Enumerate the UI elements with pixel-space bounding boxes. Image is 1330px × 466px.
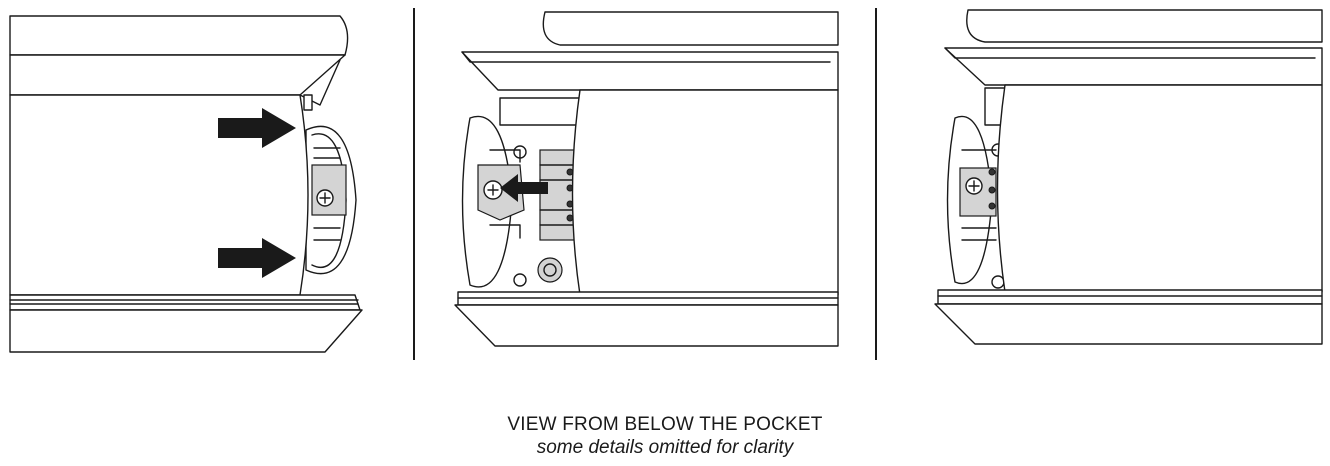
panel-1-push-cover [9,15,363,353]
push-arrow-upper [218,108,296,148]
caption-subtitle: some details omitted for clarity [536,437,794,458]
push-arrow-lower [218,238,296,278]
installation-diagram [9,8,1323,360]
panel-2-slide-clip [454,11,839,347]
caption-title: VIEW FROM BELOW THE POCKET [507,414,823,435]
slide-arrow [500,174,548,202]
panel-3-installed [934,9,1323,345]
